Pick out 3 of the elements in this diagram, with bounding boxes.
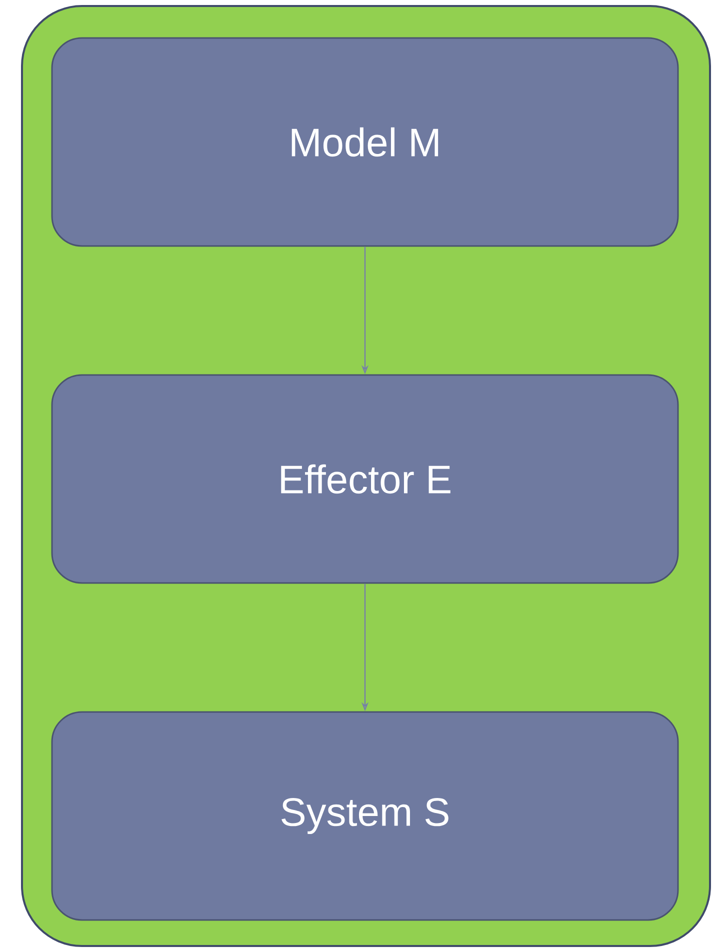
process-box: System S (51, 711, 679, 921)
process-box: Effector E (51, 374, 679, 584)
process-box: Model M (51, 37, 679, 247)
